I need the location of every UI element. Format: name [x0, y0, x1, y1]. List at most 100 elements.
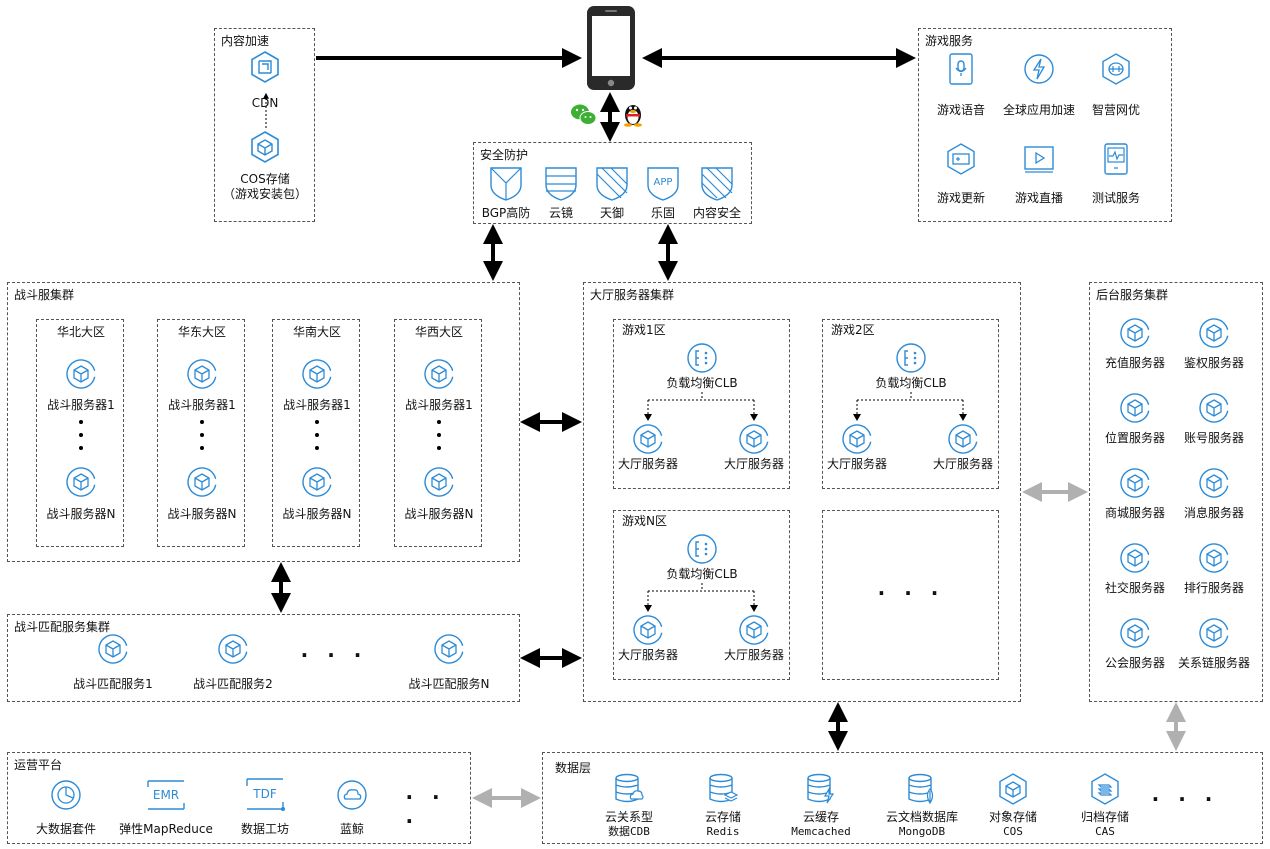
cube-server-icon	[739, 615, 769, 645]
hall-server-label: 大厅服务器	[617, 648, 679, 662]
battle-region-box: 华南大区战斗服务器1 战斗服务器N	[272, 319, 360, 547]
cloud-mirror-label: 云镜	[548, 206, 574, 220]
wechat-icon	[571, 104, 597, 125]
game-live-icon	[1024, 146, 1054, 173]
hall-zone-more-box: · · ·	[822, 510, 999, 680]
match-service-label: 战斗匹配服务N	[408, 677, 490, 691]
backend-service-label: 鉴权服务器	[1183, 356, 1245, 370]
emr-label: 弹性MapReduce	[119, 822, 213, 836]
smart-network-label: 智营网优	[1091, 103, 1141, 117]
backend-service-label: 排行服务器	[1183, 581, 1245, 595]
match-ellipsis: · · ·	[300, 643, 368, 667]
battle-server-n-label: 战斗服务器N	[46, 507, 116, 521]
hall-zone-title: 游戏N区	[622, 514, 667, 528]
backend-service-label: 消息服务器	[1183, 506, 1245, 520]
battle-server-n-label: 战斗服务器N	[282, 507, 352, 521]
data-ellipsis: · · ·	[1151, 787, 1219, 811]
data-service-label: 云缓存	[802, 810, 840, 824]
global-acceleration-icon	[1024, 54, 1054, 84]
vertical-dot	[79, 420, 83, 424]
cdn-label: CDN	[251, 96, 279, 110]
hall-server-label: 大厅服务器	[932, 457, 994, 471]
content-security-icon	[701, 167, 733, 201]
cube-server-icon	[1199, 318, 1229, 348]
cloud-database-cdb-icon	[615, 773, 644, 803]
cube-server-icon	[302, 359, 332, 389]
load-balancer-icon	[687, 534, 717, 564]
tdf-badge: TDF	[253, 787, 277, 801]
mongodb-document-icon	[908, 773, 934, 805]
battle-server-1-label: 战斗服务器1	[168, 398, 236, 412]
cube-server-icon	[218, 634, 248, 664]
data-service-sublabel: Redis	[706, 825, 740, 838]
game-live-label: 游戏直播	[1014, 191, 1064, 205]
cube-server-icon	[187, 359, 217, 389]
battle-region-box: 华北大区战斗服务器1 战斗服务器N	[36, 319, 124, 547]
battle-region-title: 华南大区	[292, 325, 342, 339]
backend-service-label: 关系链服务器	[1177, 656, 1251, 670]
backend-service-label: 公会服务器	[1104, 656, 1166, 670]
hall-server-label: 大厅服务器	[826, 457, 888, 471]
cube-server-icon	[1199, 618, 1229, 648]
backend-service-label: 充值服务器	[1104, 356, 1166, 370]
game-update-icon	[947, 143, 975, 175]
battle-region-title: 华北大区	[56, 325, 106, 339]
ops-platform-box: 运营平台 大数据套件 EMR 弹性MapReduce TDF 数据工坊 蓝鲸 ·…	[7, 752, 471, 844]
emr-icon	[147, 780, 185, 810]
cube-server-icon	[1120, 543, 1150, 573]
cube-server-icon	[424, 467, 454, 497]
match-cluster-title: 战斗匹配服务集群	[14, 620, 111, 634]
game-services-title: 游戏服务	[925, 34, 974, 48]
data-service-label: 云存储	[704, 810, 742, 824]
cube-server-icon	[739, 424, 769, 454]
vertical-dot	[200, 433, 204, 437]
game-voice-icon	[949, 53, 973, 85]
battle-server-1-label: 战斗服务器1	[47, 398, 115, 412]
backend-service-label: 账号服务器	[1183, 431, 1245, 445]
data-service-sublabel: CAS	[1095, 825, 1115, 838]
qq-penguin-icon	[624, 105, 642, 127]
backend-service-label: 商城服务器	[1104, 506, 1166, 520]
battle-server-n-label: 战斗服务器N	[167, 507, 237, 521]
clb-distribution-lines	[644, 392, 758, 421]
global-acceleration-label: 全球应用加速	[1002, 103, 1076, 117]
vertical-dot	[200, 446, 204, 450]
tianyu-shield-icon	[596, 167, 628, 201]
cube-server-icon	[1199, 393, 1229, 423]
cube-server-icon	[948, 424, 978, 454]
backend-cluster-title: 后台服务集群	[1096, 288, 1169, 302]
game-update-label: 游戏更新	[936, 191, 986, 205]
cube-server-icon	[1120, 618, 1150, 648]
black-arrows	[271, 48, 916, 751]
hall-zone-title: 游戏1区	[622, 323, 666, 337]
bluekings-label: 蓝鲸	[339, 822, 365, 836]
vertical-dot	[315, 446, 319, 450]
game-services-box: 游戏服务 游戏语音 全球应用加速 智营网优 游戏更新 游戏直播 测试服务	[918, 28, 1172, 222]
test-service-label: 测试服务	[1091, 191, 1141, 205]
data-service-label: 归档存储	[1080, 810, 1130, 824]
smart-network-icon	[1102, 53, 1130, 85]
match-service-label: 战斗匹配服务2	[193, 677, 273, 691]
cdn-icon	[251, 51, 279, 83]
vertical-dot	[315, 433, 319, 437]
hall-cluster-title: 大厅服务器集群	[590, 288, 675, 302]
data-service-label: 云文档数据库	[885, 810, 959, 824]
battle-server-1-label: 战斗服务器1	[283, 398, 351, 412]
battle-region-title: 华西大区	[414, 325, 464, 339]
emr-badge: EMR	[152, 788, 180, 802]
data-service-sublabel: Memcached	[791, 825, 851, 838]
hall-server-label: 大厅服务器	[723, 648, 785, 662]
load-balancer-icon	[896, 343, 926, 373]
smartphone-icon	[587, 6, 635, 90]
load-balancer-icon	[687, 343, 717, 373]
content-acceleration-title: 内容加速	[221, 34, 270, 48]
cube-server-icon	[1199, 468, 1229, 498]
hall-zone-title: 游戏2区	[831, 323, 875, 337]
object-storage-cos-icon	[999, 773, 1027, 805]
vertical-dot	[437, 446, 441, 450]
